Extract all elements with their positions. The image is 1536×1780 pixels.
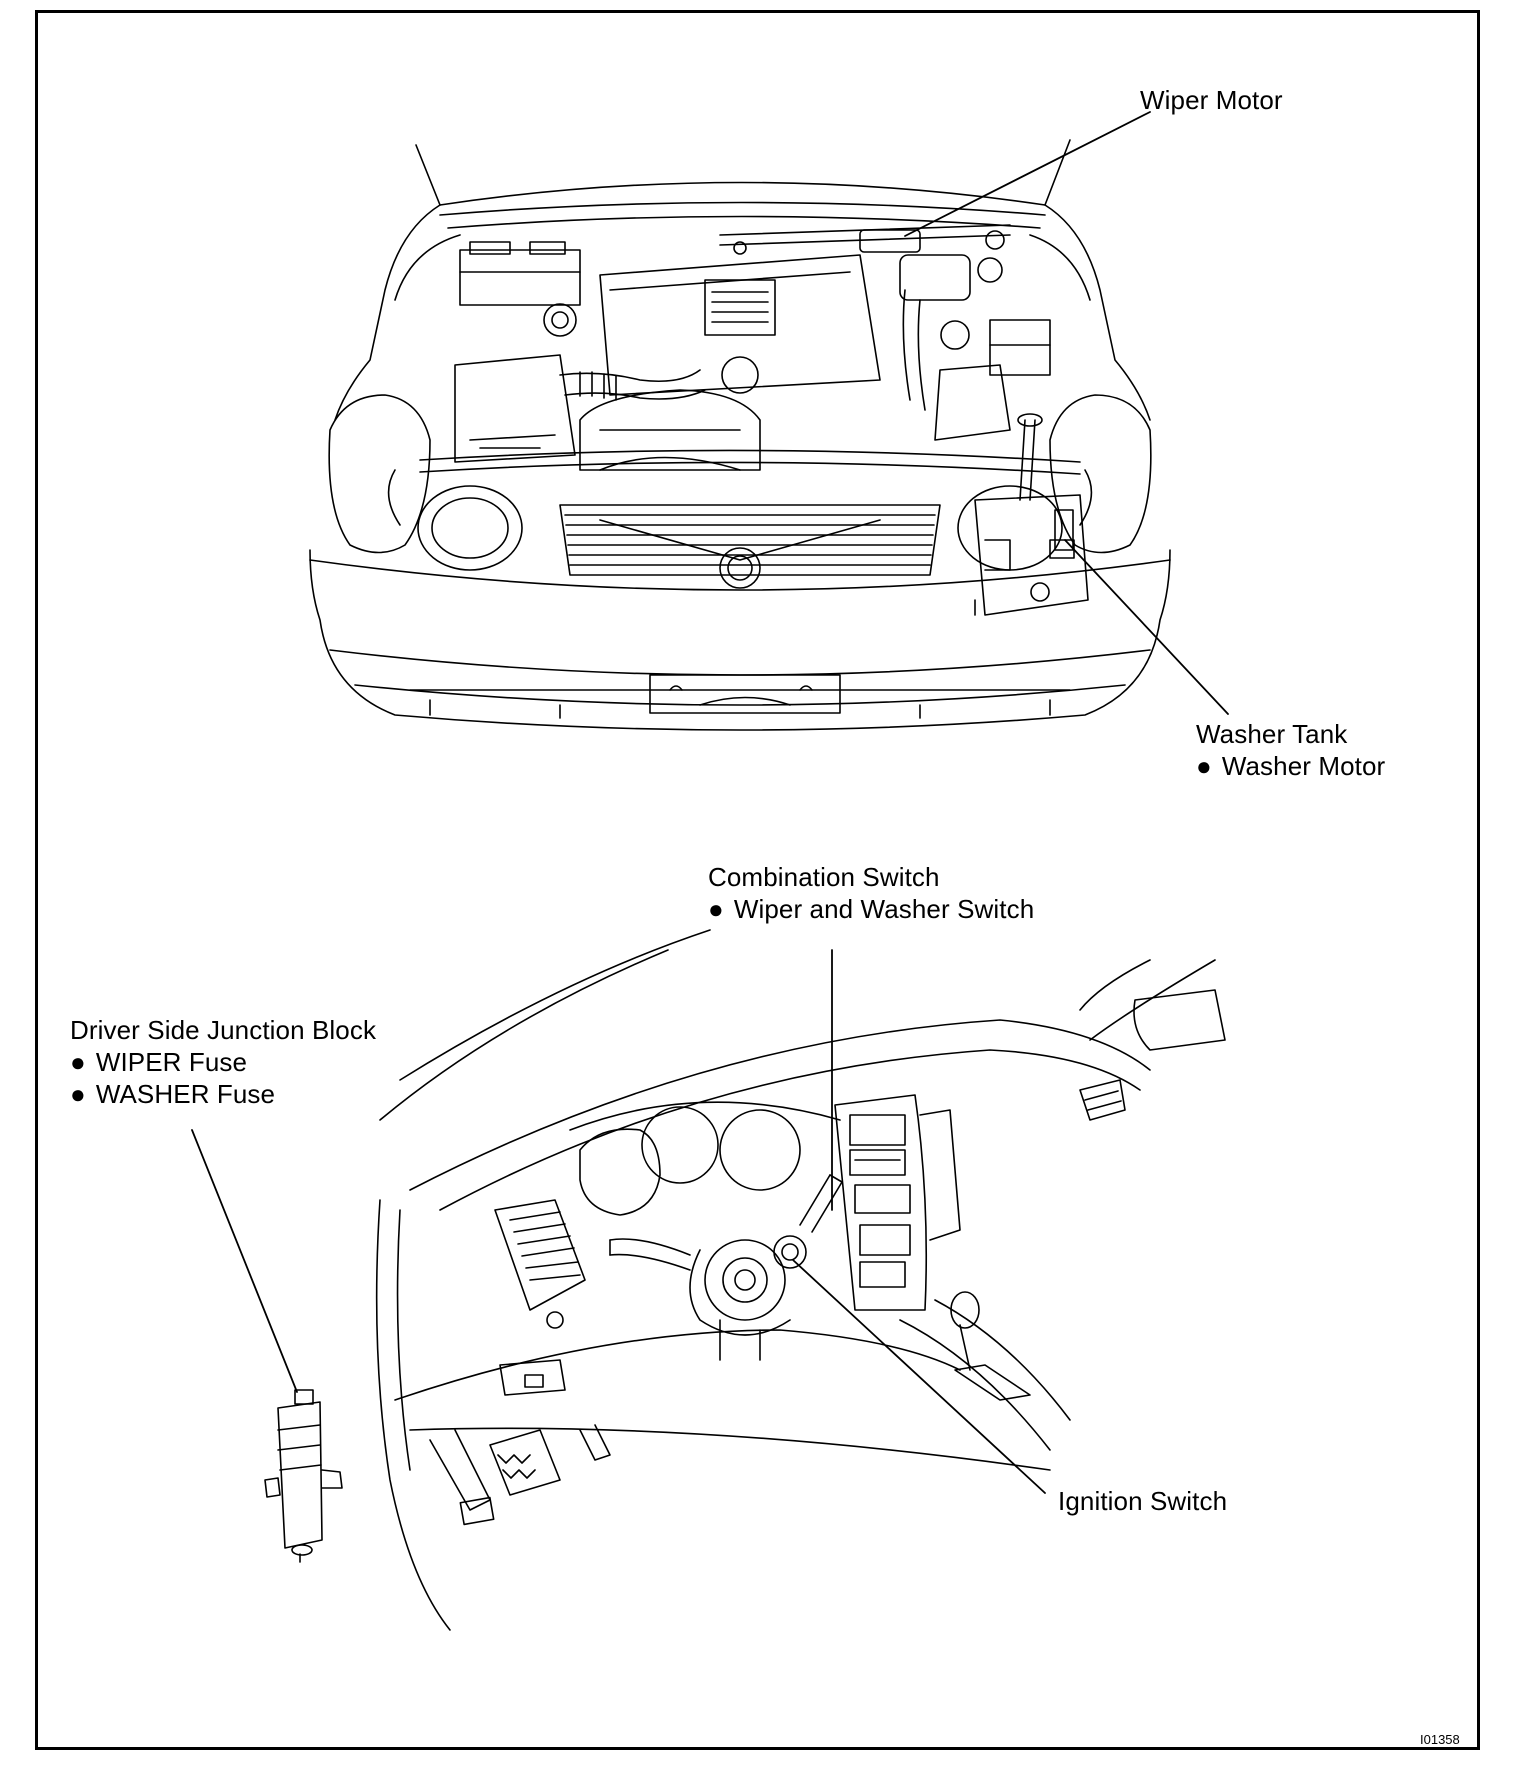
- combination-switch-label: Combination Switch ● Wiper and Washer Swi…: [708, 861, 1034, 925]
- wiper-washer-switch-text: Wiper and Washer Switch: [733, 894, 1035, 924]
- combination-switch-text: Combination Switch: [708, 862, 940, 892]
- wiper-motor-text: Wiper Motor: [1140, 85, 1283, 115]
- engine-bay-illustration: [309, 139, 1171, 731]
- bullet-icon: ●: [70, 1047, 86, 1077]
- leader-lines: [191, 111, 1229, 1494]
- washer-fuse-item: ● WASHER Fuse: [70, 1078, 376, 1110]
- washer-tank-label: Washer Tank ● Washer Motor: [1196, 718, 1385, 782]
- figure-id: I01358: [1420, 1732, 1460, 1747]
- junction-block-text: Driver Side Junction Block: [70, 1015, 377, 1045]
- wiper-washer-switch-item: ● Wiper and Washer Switch: [708, 893, 1034, 925]
- diagram-frame: [35, 10, 1480, 1750]
- junction-block-illustration: [264, 1389, 343, 1563]
- wiper-fuse-text: WIPER Fuse: [95, 1047, 248, 1077]
- washer-fuse-text: WASHER Fuse: [95, 1079, 276, 1109]
- washer-motor-text: Washer Motor: [1221, 751, 1386, 781]
- junction-block-label: Driver Side Junction Block ● WIPER Fuse ●…: [70, 1014, 376, 1110]
- washer-motor-item: ● Washer Motor: [1196, 750, 1385, 782]
- ignition-switch-text: Ignition Switch: [1058, 1486, 1228, 1516]
- bullet-icon: ●: [1196, 751, 1212, 781]
- bullet-icon: ●: [708, 894, 724, 924]
- dashboard-illustration: [375, 929, 1226, 1631]
- ignition-switch-label: Ignition Switch: [1058, 1485, 1227, 1517]
- wiper-fuse-item: ● WIPER Fuse: [70, 1046, 376, 1078]
- bullet-icon: ●: [70, 1079, 86, 1109]
- washer-tank-text: Washer Tank: [1196, 719, 1348, 749]
- wiper-motor-label: Wiper Motor: [1140, 84, 1283, 116]
